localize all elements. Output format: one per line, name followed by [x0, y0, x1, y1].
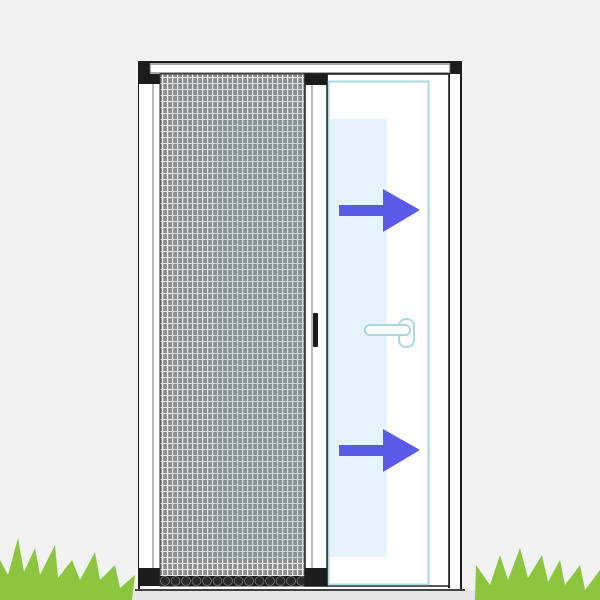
roller-wheel	[286, 576, 296, 586]
roller-wheel	[160, 576, 170, 586]
roller-wheel	[223, 576, 233, 586]
grass-left	[0, 538, 135, 600]
roller-wheel	[254, 576, 265, 586]
roller-wheel	[181, 576, 191, 586]
roller-wheel	[244, 576, 254, 586]
left-rail	[139, 74, 160, 586]
roller-wheel	[212, 576, 223, 586]
pleated-insect-screen[interactable]	[159, 73, 307, 587]
grass-right	[475, 548, 600, 600]
pull-grip[interactable]	[313, 313, 318, 347]
arrow-right-icon	[339, 189, 420, 232]
roller-wheel	[191, 576, 202, 586]
bottom-guide-rollers	[160, 576, 307, 586]
glass-pane	[330, 119, 387, 557]
screen-handle-bar[interactable]	[304, 73, 328, 587]
roller-wheel	[265, 576, 275, 586]
roller-wheel	[233, 576, 244, 586]
door-handle-icon[interactable]	[364, 318, 415, 348]
arrow-right-icon	[339, 429, 420, 472]
glass-door	[326, 73, 450, 587]
roller-wheel	[275, 576, 286, 586]
roller-wheel	[170, 576, 181, 586]
floor	[0, 590, 600, 600]
roller-wheel	[202, 576, 212, 586]
